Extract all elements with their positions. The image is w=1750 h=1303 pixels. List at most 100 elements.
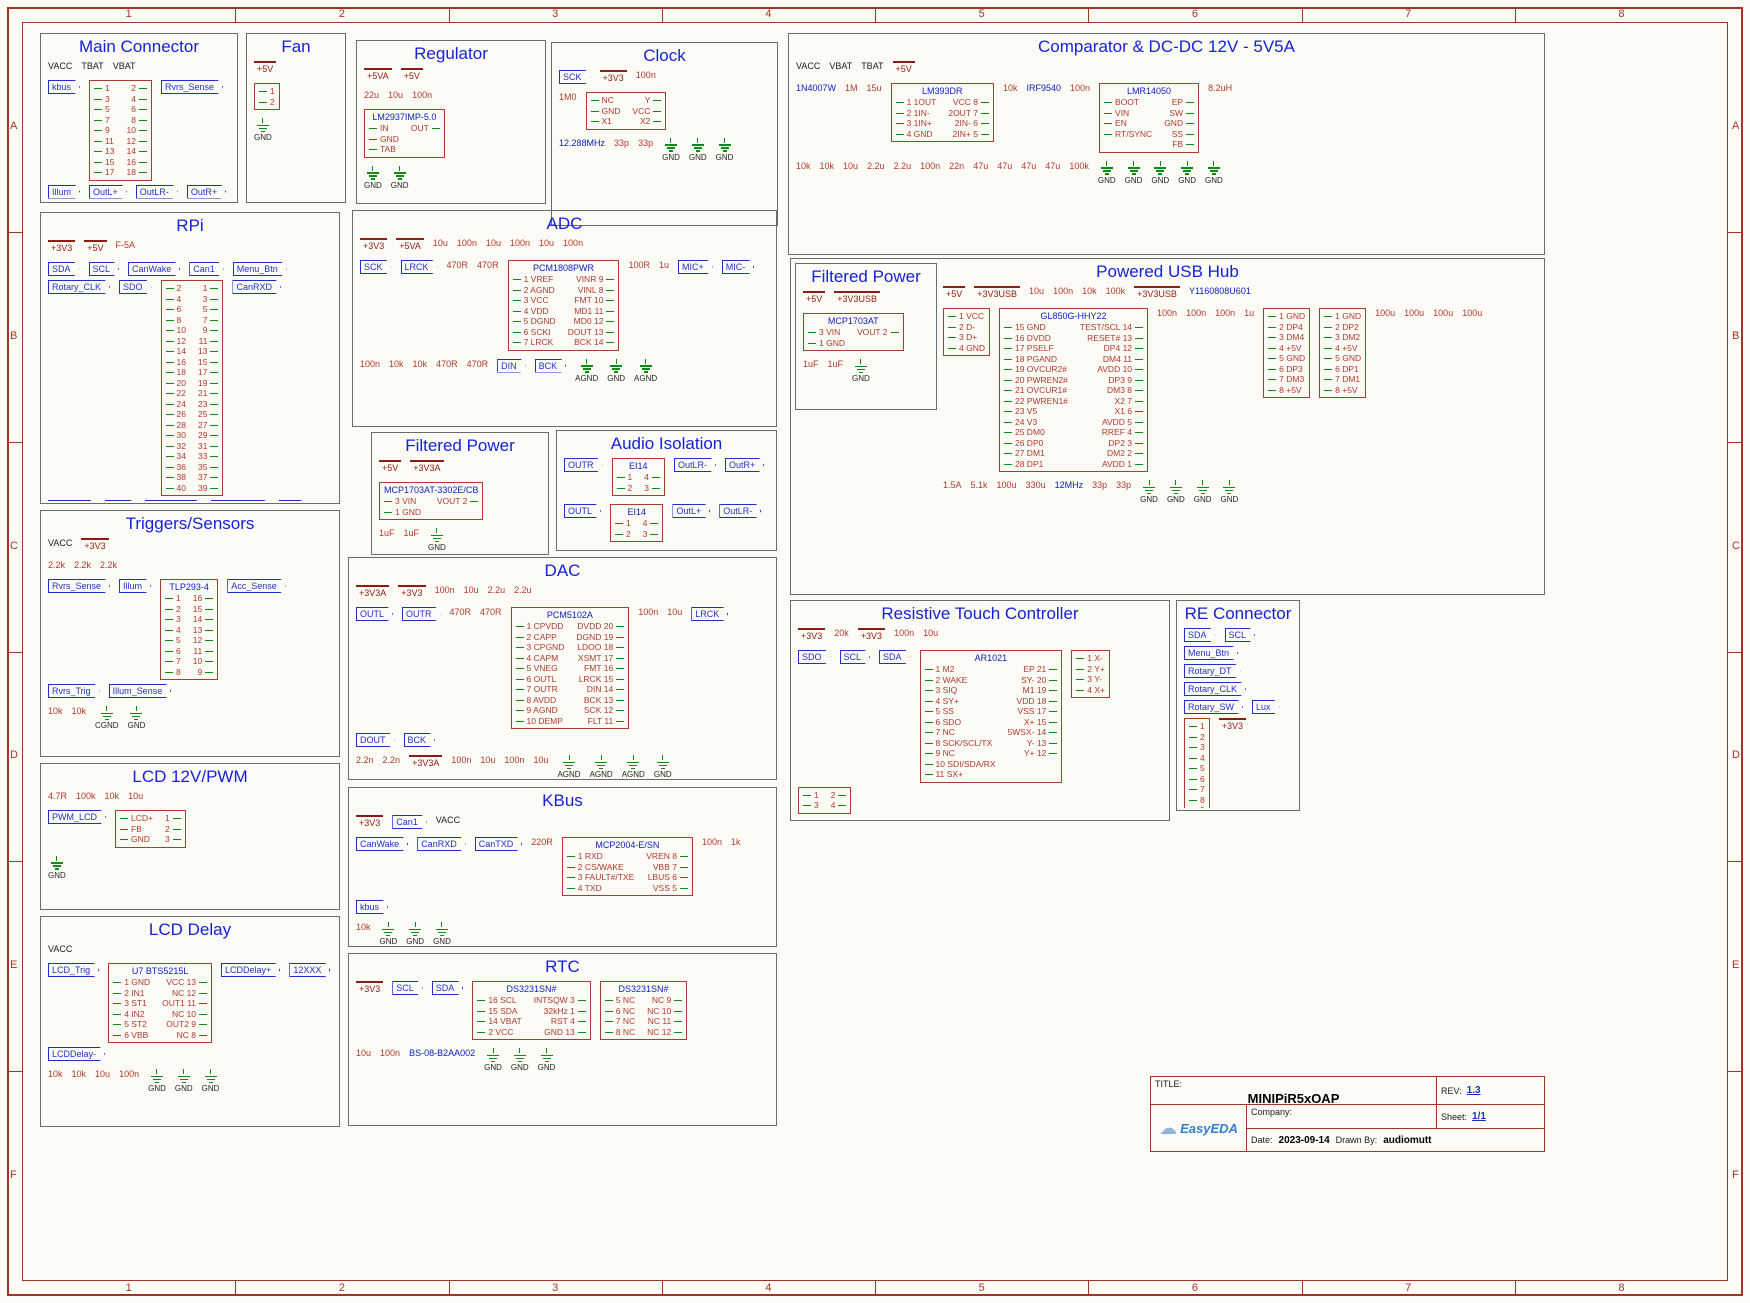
ground-symbol: GND — [1167, 480, 1185, 504]
component-value: 100n — [509, 238, 531, 248]
pin-column-left: 1 X-2 Y+3 Y-4 X+ — [1076, 653, 1105, 695]
pin-label: 13 — [193, 625, 213, 636]
pin-label: SS — [1164, 129, 1194, 140]
pin-label: 32kHz 1 — [534, 1006, 586, 1017]
net-label: Menu_Btn — [1184, 646, 1238, 660]
section-title: DAC — [544, 561, 581, 580]
pin-label: 25 — [198, 409, 218, 420]
pin-label: 7 NC — [925, 727, 996, 738]
pin-label: 1 X- — [1076, 653, 1105, 664]
part-name: Y1160808U601 — [1188, 286, 1251, 296]
pin-label: VINR 9 — [568, 274, 615, 285]
component-value: 100n — [380, 1048, 401, 1058]
net-label: CanRXD — [232, 280, 281, 294]
pin-label: INTSQW 3 — [534, 995, 586, 1006]
section-title: RE Connector — [1184, 604, 1292, 623]
section-title: RPi — [176, 216, 204, 235]
section-title: Filtered Power — [811, 267, 921, 286]
pin-label: GND — [369, 134, 399, 145]
component-value: 33p — [638, 137, 654, 148]
pin-label: 37 — [198, 472, 218, 483]
pin-label: 15 — [198, 357, 218, 368]
pin-label: 3 DM4 — [1268, 332, 1305, 343]
component-value: 100n — [504, 755, 525, 765]
frame-row-label: C — [10, 539, 18, 552]
pin-label: 3 — [1189, 742, 1205, 753]
easyeda-logo: ☁ EasyEDA — [1151, 1104, 1246, 1151]
pin-label: 3 DM2 — [1324, 332, 1361, 343]
net-label: OUTR — [564, 458, 603, 472]
frame-tick — [1728, 441, 1742, 443]
pin-label: 11 — [193, 646, 213, 657]
part-name: DS3231SN# — [618, 984, 669, 994]
pin-label: 18 — [126, 167, 146, 178]
title-block-title-cell: TITLE: MINIPiR5xOAP — [1151, 1077, 1436, 1106]
section-title: Triggers/Sensors — [125, 514, 255, 533]
label: VACC — [48, 61, 73, 71]
ground-symbol: GND — [406, 922, 424, 944]
power-flag: +3V3 — [398, 585, 426, 599]
part-name: 12MHz — [1054, 480, 1084, 490]
ground-symbol: GND — [1194, 480, 1212, 504]
component-value: 10u — [95, 1069, 111, 1079]
pin-label: 1 VCC — [948, 311, 985, 322]
part-name: LMR14050 — [1127, 86, 1172, 96]
section-title: ADC — [546, 214, 583, 233]
pin-label: VIN — [1104, 108, 1152, 119]
component-value: 1u — [658, 260, 669, 270]
pin-label: 6 VBB — [113, 1030, 150, 1041]
net-label: Rotary_DT — [145, 500, 202, 501]
net-label: BCK — [404, 733, 436, 747]
net-label: Lux — [1252, 700, 1280, 714]
pin-label: VOUT 2 — [437, 496, 479, 507]
pin-label: 5 VNEG — [516, 663, 565, 674]
pin-label: 15 GND — [1004, 322, 1068, 333]
pin-label: 4 — [126, 94, 146, 105]
pin-label: X+ 15 — [1008, 717, 1058, 728]
component-value: 2.2n — [382, 755, 401, 765]
pin-column-right: OUT — [411, 123, 440, 155]
pin-label: 15 — [94, 157, 114, 168]
net-label: Rotary_SW — [1184, 700, 1243, 714]
pin-label: 2 — [615, 529, 631, 540]
power-flag: +3V3 — [1218, 718, 1247, 732]
part-name: GL850G-HHY22 — [1040, 311, 1107, 321]
pin-label: LCD+ — [120, 813, 153, 824]
pin-label: VINL 8 — [568, 285, 615, 296]
pin-label: 14 VBAT — [477, 1016, 521, 1027]
frame-tick — [8, 861, 22, 863]
pin-label: 39 — [198, 483, 218, 494]
power-flag: +3V3USB — [834, 291, 881, 305]
ground-label: GND — [433, 937, 451, 944]
pin-label: Y- 13 — [1008, 738, 1058, 749]
pin-label: 6 SCKI — [513, 327, 556, 338]
pin-label: 10 — [126, 125, 146, 136]
pin-label: 4 +5V — [1268, 343, 1305, 354]
pin-label: FMT 16 — [576, 663, 624, 674]
ground-symbol: GND — [654, 755, 672, 777]
pin-label: X1 — [591, 116, 621, 127]
section-title: Audio Isolation — [610, 434, 723, 453]
component-value: 10u — [485, 238, 501, 248]
pin-label: 4 — [165, 625, 181, 636]
pin-label: 2 WAKE — [925, 675, 996, 686]
pin-label: 9 AGND — [516, 705, 565, 716]
ground-symbol: GND — [1151, 160, 1169, 185]
pin-label: BOOT — [1104, 97, 1152, 108]
component-value: 100n — [1215, 308, 1236, 318]
label: VACC — [796, 61, 821, 71]
ground-label: GND — [1204, 175, 1223, 185]
pin-label: 2 AGND — [513, 285, 556, 296]
pin-label: 4 CAPM — [516, 653, 565, 664]
